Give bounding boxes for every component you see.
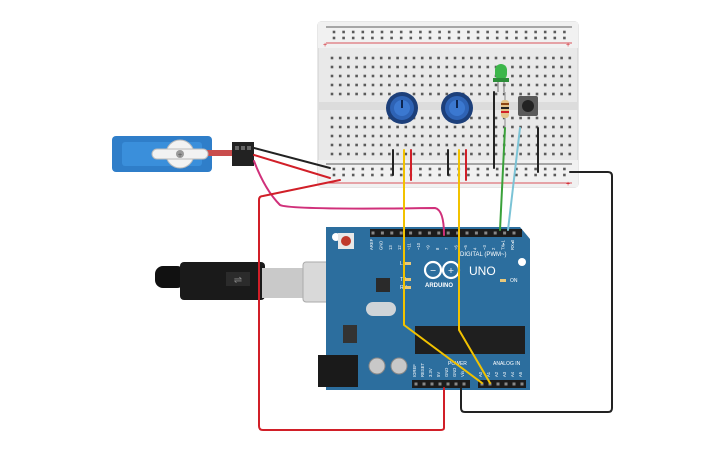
pin-label: GND — [378, 241, 383, 250]
header-pin[interactable] — [493, 231, 497, 235]
board-brand: ARDUINO — [425, 283, 453, 289]
pin-label: GND — [452, 368, 457, 377]
digital-pin-header[interactable] — [371, 231, 516, 235]
wire-led[interactable] — [499, 127, 506, 231]
arduino-uno-board[interactable]: AREF GND 13 12 ~11 ~10 ~9 8 7 ~6 ~5 4 ~3 2 TX▸1 RX◂0 DI… — [318, 227, 530, 390]
board-model: UNO — [469, 264, 496, 278]
svg-text:+: + — [448, 266, 455, 275]
svg-text:+: + — [177, 152, 182, 159]
pin-label: Vin — [460, 370, 465, 377]
pin-label: 2 — [491, 247, 496, 250]
wire-button[interactable] — [507, 127, 521, 231]
wires — [253, 91, 613, 431]
power-jack — [318, 355, 358, 387]
pin-label: A3 — [502, 371, 507, 377]
pin-label: RX◂0 — [510, 239, 515, 250]
breadboard-top-rail — [332, 30, 566, 40]
pin-label: 4 — [472, 247, 477, 250]
header-pin[interactable] — [427, 231, 431, 235]
on-label: ON — [510, 278, 518, 284]
pin-label: A5 — [518, 371, 523, 377]
servo-connector — [232, 142, 254, 166]
header-pin[interactable] — [422, 382, 426, 386]
header-pin[interactable] — [446, 231, 450, 235]
pin-label: 12 — [397, 245, 402, 250]
wire-pot2-wiper[interactable] — [458, 149, 491, 384]
analog-in-label: ANALOG IN — [493, 361, 521, 367]
wire-servo-ground[interactable] — [253, 147, 331, 169]
header-pin[interactable] — [504, 382, 508, 386]
header-pin[interactable] — [414, 382, 418, 386]
header-pin[interactable] — [484, 231, 488, 235]
wire-gnd[interactable] — [460, 171, 613, 413]
header-pin[interactable] — [390, 231, 394, 235]
pin-label: AREF — [369, 238, 374, 250]
pin-label: A2 — [494, 371, 499, 377]
header-pin[interactable] — [418, 231, 422, 235]
pin-label: A0 — [478, 371, 483, 377]
rail-plus-label-right: + — [566, 42, 570, 49]
header-pin[interactable] — [409, 231, 413, 235]
header-pin[interactable] — [380, 231, 384, 235]
pin-label: 8 — [435, 247, 440, 250]
l-label: L — [400, 261, 403, 267]
rail-plus-label-bottom: + — [566, 181, 570, 188]
header-pin[interactable] — [399, 231, 403, 235]
digital-pin-labels: AREF GND 13 12 ~11 ~10 ~9 8 7 ~6 ~5 4 ~3 2 TX▸1 RX◂0 — [369, 238, 515, 250]
pin-label: 3.3V — [428, 368, 433, 377]
power-pin-header[interactable] — [414, 382, 466, 386]
header-pin[interactable] — [512, 231, 516, 235]
pin-label: 7 — [444, 247, 449, 250]
pin-label: ~5 — [463, 245, 468, 250]
pin-label: 13 — [388, 245, 393, 250]
pin-label: IOREF — [412, 364, 417, 377]
wire-servo-power[interactable] — [253, 154, 331, 179]
header-pin[interactable] — [520, 382, 524, 386]
servo-motor[interactable]: + — [112, 136, 234, 172]
resistor[interactable] — [501, 92, 509, 128]
svg-text:−: − — [430, 266, 437, 275]
pin-label: A1 — [486, 371, 491, 377]
pin-label: GND — [444, 368, 449, 377]
wire-5v[interactable] — [258, 179, 445, 431]
header-pin[interactable] — [456, 231, 460, 235]
header-pin[interactable] — [446, 382, 450, 386]
rail-plus-label: + — [323, 42, 327, 49]
digital-header-label: DIGITAL (PWM~) — [460, 252, 507, 258]
pin-label: TX▸1 — [501, 240, 506, 250]
header-pin[interactable] — [503, 231, 507, 235]
pin-label: A4 — [510, 371, 515, 377]
pin-label: ~10 — [416, 242, 421, 250]
pin-label: RESET — [420, 363, 425, 377]
header-pin[interactable] — [454, 382, 458, 386]
wire-servo-signal[interactable] — [253, 160, 445, 236]
header-pin[interactable] — [438, 382, 442, 386]
pin-label: ~11 — [407, 243, 412, 250]
usb-icon: ⇌ — [234, 275, 242, 286]
potentiometer-2[interactable] — [441, 92, 473, 124]
header-pin[interactable] — [496, 382, 500, 386]
potentiometer-1[interactable] — [386, 92, 418, 124]
header-pin[interactable] — [430, 382, 434, 386]
breadboard-bottom-rail — [332, 167, 566, 177]
header-pin[interactable] — [462, 382, 466, 386]
push-button[interactable] — [518, 96, 538, 116]
green-led[interactable] — [493, 64, 509, 92]
header-pin[interactable] — [512, 382, 516, 386]
pin-label: ~3 — [482, 245, 487, 250]
header-pin[interactable] — [465, 231, 469, 235]
header-pin[interactable] — [474, 231, 478, 235]
header-pin[interactable] — [437, 231, 441, 235]
pin-label: ~6 — [454, 245, 459, 250]
header-pin[interactable] — [371, 231, 375, 235]
pin-label: 5V — [436, 372, 441, 377]
pin-label: ~9 — [425, 245, 430, 250]
wire-pot1-wiper[interactable] — [403, 149, 483, 384]
